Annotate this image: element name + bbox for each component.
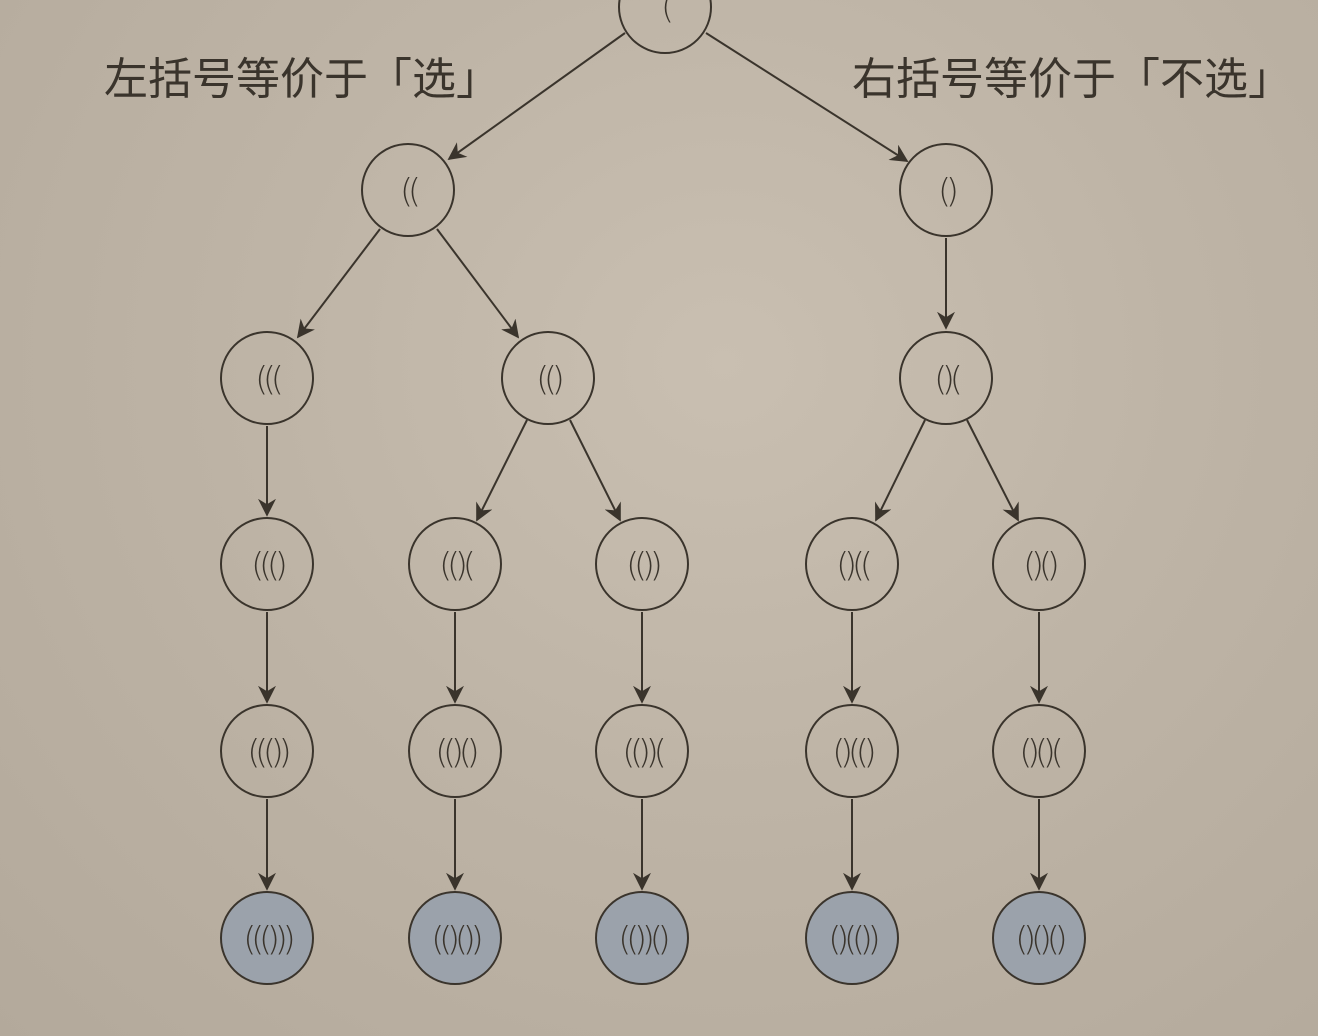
node-label: ()(()) bbox=[828, 919, 877, 958]
node-label: ()(() bbox=[832, 732, 873, 771]
edge-root-l1-right bbox=[705, 32, 909, 162]
node-label: (()() bbox=[435, 732, 476, 771]
node-l3-c: (()) bbox=[595, 517, 689, 611]
edges bbox=[258, 32, 1048, 891]
node-l4-e: ()()( bbox=[992, 704, 1086, 798]
node-l3-a: ((() bbox=[220, 517, 314, 611]
node-label: (())() bbox=[618, 919, 667, 958]
node-label: (()) bbox=[626, 545, 660, 584]
edge-l2b-l3b bbox=[476, 419, 528, 522]
node-l3-b: (()( bbox=[408, 517, 502, 611]
node-label: ((())) bbox=[243, 919, 292, 958]
node-l4-a: ((()) bbox=[220, 704, 314, 798]
node-l4-d: ()(() bbox=[805, 704, 899, 798]
node-label: ()()( bbox=[1019, 732, 1060, 771]
node-label: (()()) bbox=[431, 919, 480, 958]
caption-right-bracket-not-choose: 右括号等价于「不选」 bbox=[852, 54, 1292, 105]
node-l2-a: ((( bbox=[220, 331, 314, 425]
node-label: ()() bbox=[1023, 545, 1057, 584]
node-label: ()(( bbox=[836, 545, 870, 584]
node-label: ()( bbox=[934, 359, 960, 398]
node-l2-b: (() bbox=[501, 331, 595, 425]
leaf-node-l5-e: ()()() bbox=[992, 891, 1086, 985]
edge-l2c-l3e bbox=[966, 419, 1019, 522]
node-label: ( bbox=[661, 0, 671, 26]
leaf-node-l5-a: ((())) bbox=[220, 891, 314, 985]
node-l2-c: ()( bbox=[899, 331, 993, 425]
caption-left-bracket-choose: 左括号等价于「选」 bbox=[104, 54, 500, 105]
edge-l2c-l3d bbox=[875, 419, 926, 522]
edge-l1left-l2a bbox=[296, 228, 381, 339]
leaf-node-l5-b: (()()) bbox=[408, 891, 502, 985]
node-l4-c: (())( bbox=[595, 704, 689, 798]
node-label: ((()) bbox=[247, 732, 288, 771]
node-label: (() bbox=[536, 359, 562, 398]
node-label: ()()() bbox=[1015, 919, 1064, 958]
node-label: (())( bbox=[622, 732, 663, 771]
edge-l1left-l2b bbox=[436, 228, 520, 339]
node-label: (( bbox=[400, 171, 418, 210]
node-l1-right: () bbox=[899, 143, 993, 237]
node-label: ((( bbox=[255, 359, 281, 398]
node-label: (()( bbox=[439, 545, 473, 584]
node-l4-b: (()() bbox=[408, 704, 502, 798]
edge-l2b-l3c bbox=[569, 419, 621, 522]
node-l3-e: ()() bbox=[992, 517, 1086, 611]
node-l3-d: ()(( bbox=[805, 517, 899, 611]
node-l1-left: (( bbox=[361, 143, 455, 237]
node-label: () bbox=[938, 171, 956, 210]
leaf-node-l5-c: (())() bbox=[595, 891, 689, 985]
leaf-node-l5-d: ()(()) bbox=[805, 891, 899, 985]
node-label: ((() bbox=[251, 545, 285, 584]
edge-root-l1-left bbox=[447, 32, 626, 161]
node-root: ( bbox=[618, 0, 712, 54]
